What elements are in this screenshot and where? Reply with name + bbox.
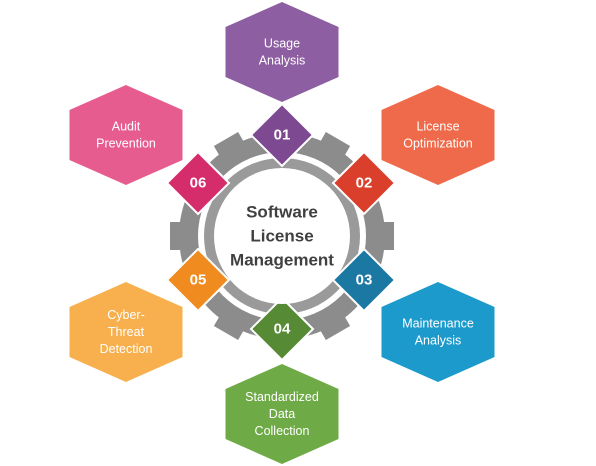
gear-tooth [317,132,351,160]
step-label-03-line-2: Analysis [415,334,462,348]
badge-number: 04 [274,321,291,338]
center-title-line-2: License [250,227,313,246]
step-label-05-line-2: Threat [108,325,145,339]
number-badge-02: 02 [331,150,397,216]
step-label-05-line-1: Cyber- [107,308,145,322]
gear-tooth [213,132,247,160]
hexagon-shape [381,282,495,382]
step-label-03-line-1: Maintenance [402,317,474,331]
hexagon-shape [225,364,339,464]
step-label-04-line-1: Standardized [245,390,319,404]
badge-shape [331,150,397,216]
center-title-line-3: Management [230,251,334,270]
step-label-06-line-2: Prevention [96,137,156,151]
step-label-04-line-3: Collection [255,424,310,438]
badge-shape [165,247,231,313]
gear-tooth [170,222,186,250]
number-badge-06: 06 [165,150,231,216]
number-badge-05: 05 [165,247,231,313]
step-label-04-line-2: Data [269,407,295,421]
gear-tooth [317,312,351,340]
badge-number: 03 [356,272,373,289]
step-label-05-line-3: Detection [100,342,153,356]
badge-shape [249,296,315,362]
hexagon-shape [225,2,339,102]
center-disc [214,168,350,304]
step-label-06-line-1: Audit [112,120,141,134]
badge-number: 06 [190,175,207,192]
outer-hexagons: UsageAnalysisLicenseOptimizationMaintena… [69,2,495,464]
number-badge-03: 03 [331,247,397,313]
gear-tooth [213,312,247,340]
badge-number: 02 [356,175,373,192]
badge-shape [331,247,397,313]
number-badges: 01 02 03 04 05 06 [165,102,397,362]
step-label-02-line-1: License [416,120,459,134]
step-label-01-line-1: Usage [264,37,300,51]
hexagon-shape [69,282,183,382]
badge-shape [249,102,315,168]
step-label-01-line-2: Analysis [259,54,306,68]
step-label-02-line-2: Optimization [403,137,473,151]
badge-shape [165,150,231,216]
badge-number: 05 [190,272,207,289]
center-title-line-1: Software [246,203,318,222]
number-badge-04: 04 [249,296,315,362]
number-badge-01: 01 [249,102,315,168]
hexagon-shape [69,85,183,185]
badge-number: 01 [274,127,291,144]
hexagon-shape [381,85,495,185]
gear-tooth [378,222,394,250]
